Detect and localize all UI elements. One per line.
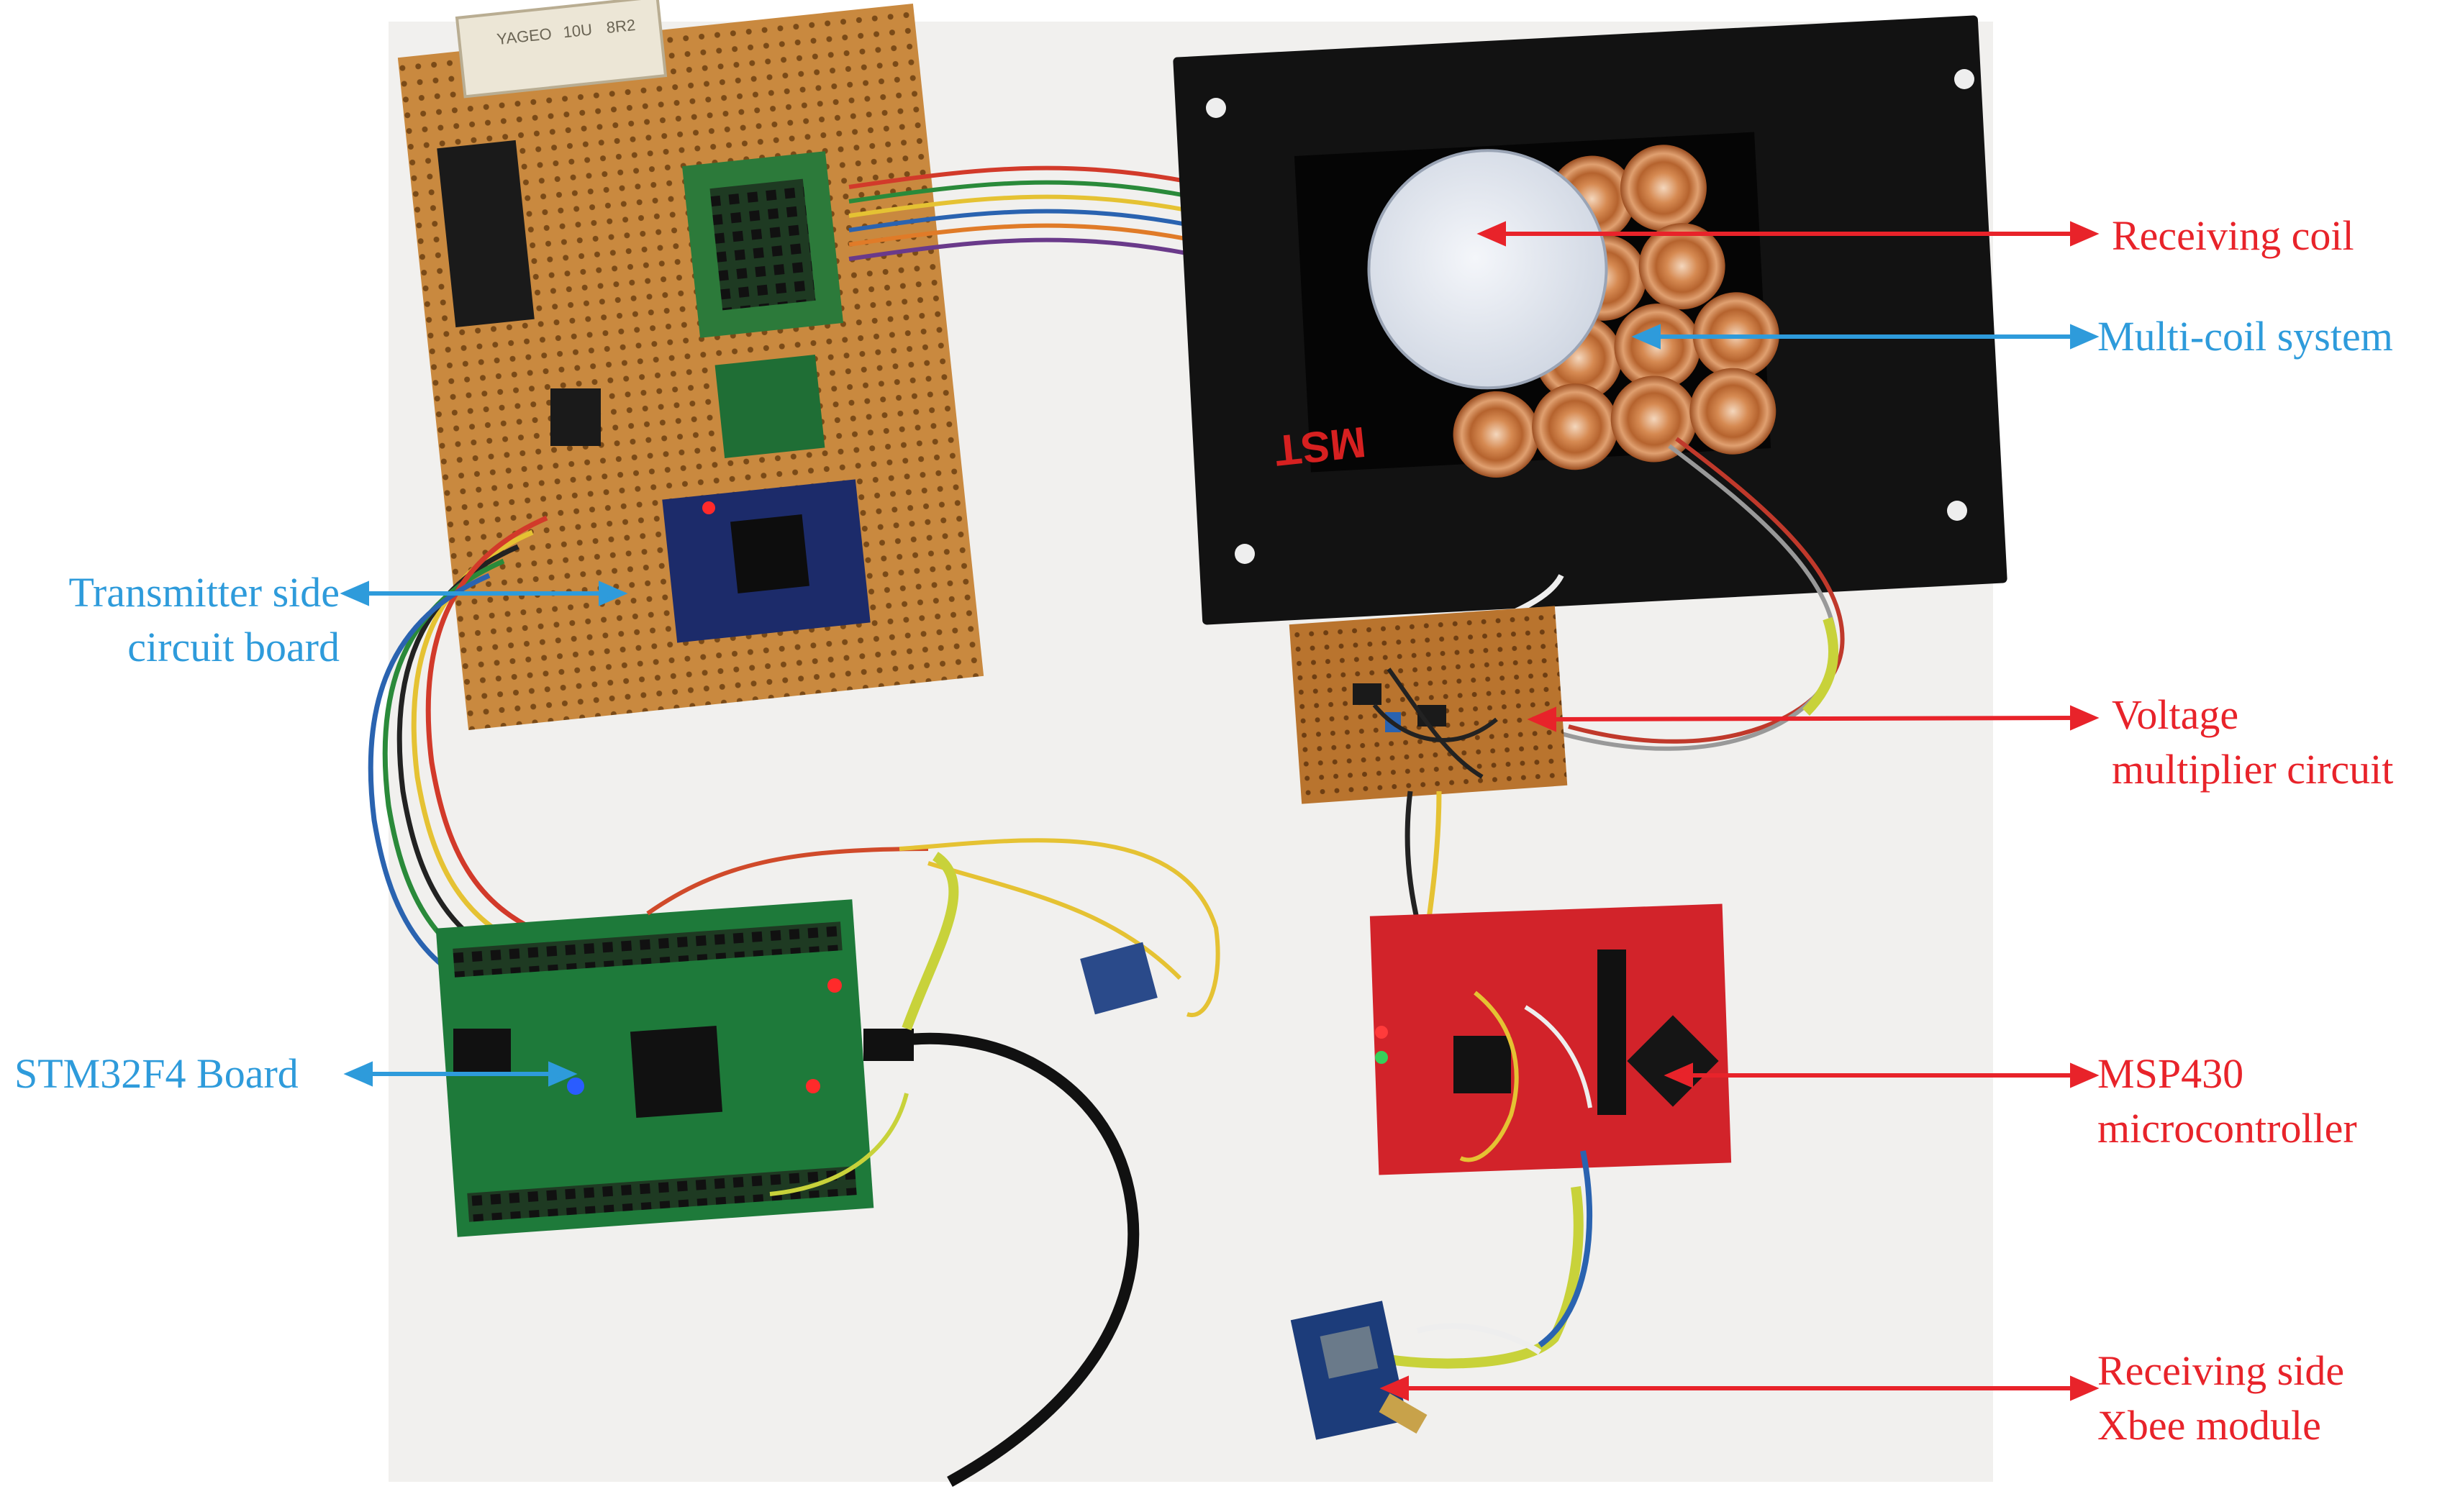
label-msp430: MSP430 microcontroller: [2097, 1047, 2357, 1156]
label-msp430-line2: microcontroller: [2097, 1105, 2357, 1152]
stm32-board: [435, 899, 874, 1237]
xbee-module: [1290, 1301, 1428, 1440]
label-receiving-coil-line1: Receiving coil: [2112, 212, 2354, 259]
annotation-arrows: [340, 221, 2100, 1401]
label-xbee-module: Receiving side Xbee module: [2097, 1344, 2344, 1453]
coil-box-logo: MST: [1273, 418, 1369, 475]
label-xbee-line2: Xbee module: [2097, 1402, 2321, 1449]
coil-box: MST: [1173, 15, 2007, 625]
label-transmitter-line2: circuit board: [127, 624, 340, 670]
resistor-line2: 10U: [562, 20, 594, 42]
ribbon-wires: [848, 165, 1217, 261]
label-receiving-coil: Receiving coil: [2112, 209, 2354, 263]
label-multi-coil-system: Multi-coil system: [2097, 309, 2393, 364]
label-transmitter-board: Transmitter side circuit board: [14, 565, 340, 675]
label-transmitter-line1: Transmitter side: [68, 569, 340, 616]
label-voltage-multiplier: Voltage multiplier circuit: [2112, 688, 2393, 797]
xbee-leads: [1388, 1150, 1593, 1369]
label-stm32f4-board: STM32F4 Board: [14, 1047, 299, 1101]
label-voltage-multiplier-line2: multiplier circuit: [2112, 746, 2394, 793]
label-msp430-line1: MSP430: [2097, 1050, 2244, 1097]
sensor-wires: [646, 838, 1220, 1196]
label-xbee-line1: Receiving side: [2097, 1347, 2345, 1394]
resistor-line3: 8R2: [605, 15, 637, 37]
transmitter-board: [397, 0, 984, 731]
usb-cable: [863, 1029, 1140, 1487]
stm32-side-xbee: [1080, 942, 1158, 1015]
msp430-board: [1369, 903, 1732, 1175]
label-multi-coil-line1: Multi-coil system: [2097, 313, 2393, 360]
voltage-multiplier-board: [1289, 606, 1568, 804]
label-voltage-multiplier-line1: Voltage: [2112, 691, 2239, 738]
label-stm32-line1: STM32F4 Board: [14, 1050, 299, 1097]
